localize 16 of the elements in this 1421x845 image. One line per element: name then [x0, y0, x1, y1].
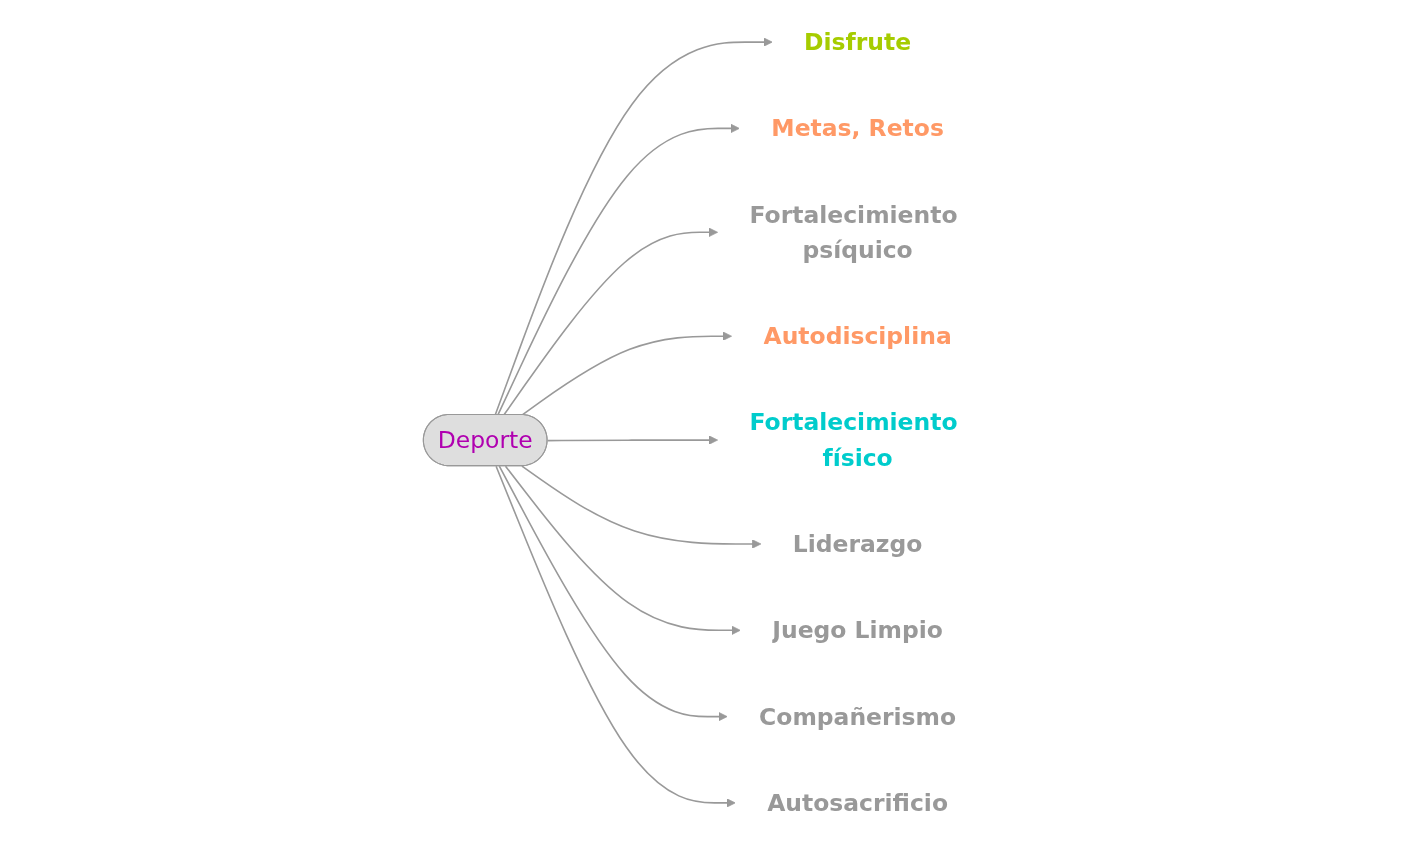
arrow [503, 227, 718, 416]
node-text: Compañerismo [759, 703, 957, 730]
node-text: Autodisciplina [763, 322, 952, 350]
arrow [504, 465, 741, 635]
node-text: Autosacrificio [767, 789, 949, 817]
arrow [521, 331, 732, 416]
arrow [498, 465, 728, 722]
arrow [521, 465, 762, 549]
node-text: Liderazgo [792, 530, 923, 558]
node-text: Disfrute [804, 28, 912, 56]
arrow [495, 465, 736, 808]
arrow [494, 37, 773, 416]
arrow [497, 123, 740, 416]
node-text: Fortalecimiento psíquico [749, 201, 958, 264]
node-text: Metas, Retos [771, 115, 944, 142]
node-text: Fortalecimiento físico [749, 409, 958, 471]
